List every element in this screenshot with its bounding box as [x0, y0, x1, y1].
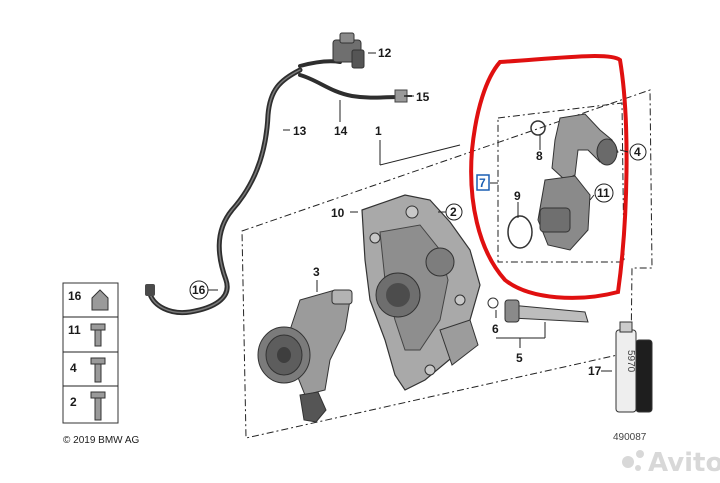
callout-2[interactable]: 2	[450, 205, 457, 219]
assembly-frame	[241, 89, 653, 439]
callout-8[interactable]: 8	[536, 149, 543, 163]
product-label: 5970	[625, 350, 636, 373]
callout-3[interactable]: 3	[313, 265, 320, 279]
diagram-id: 490087	[613, 432, 647, 443]
callout-7[interactable]: 7	[479, 176, 486, 190]
callout-6[interactable]: 6	[492, 322, 499, 336]
legend-item-4: 4	[70, 361, 77, 375]
callout-9[interactable]: 9	[514, 189, 521, 203]
watermark-text: Avito	[648, 448, 720, 478]
callout-13[interactable]: 13	[293, 124, 307, 138]
connector-part-12	[332, 32, 365, 69]
callout-4[interactable]: 4	[634, 145, 641, 159]
pump-pulley-part-3	[257, 289, 353, 423]
pipe-part-5	[487, 297, 589, 323]
sealant-tube-part-17: 5970	[615, 321, 653, 413]
callout-labels: 12 15 13 14 1 10 2 3 8 9 11 4 7 6 5 17 1…	[189, 46, 647, 378]
leader-lines	[207, 52, 629, 372]
callout-10[interactable]: 10	[331, 206, 345, 220]
thermostat-housing	[507, 113, 619, 251]
callout-16[interactable]: 16	[192, 283, 206, 297]
highlight-outline	[469, 54, 629, 300]
callout-1[interactable]: 1	[375, 124, 382, 138]
callout-14[interactable]: 14	[334, 124, 348, 138]
legend-item-2: 2	[70, 395, 77, 409]
callout-17[interactable]: 17	[588, 364, 602, 378]
water-pump-housing	[361, 194, 481, 391]
callout-5[interactable]: 5	[516, 351, 523, 365]
coolant-hose-14	[298, 59, 400, 100]
legend-item-11: 11	[68, 323, 81, 337]
legend-item-16: 16	[68, 289, 82, 303]
callout-12[interactable]: 12	[378, 46, 392, 60]
callout-15[interactable]: 15	[416, 90, 430, 104]
callout-11[interactable]: 11	[597, 186, 610, 200]
coolant-hose-13	[145, 67, 303, 316]
fastener-legend: 16 11 4 2	[62, 282, 119, 424]
copyright-text: © 2019 BMW AG	[63, 435, 140, 446]
avito-watermark: Avito	[622, 448, 720, 478]
